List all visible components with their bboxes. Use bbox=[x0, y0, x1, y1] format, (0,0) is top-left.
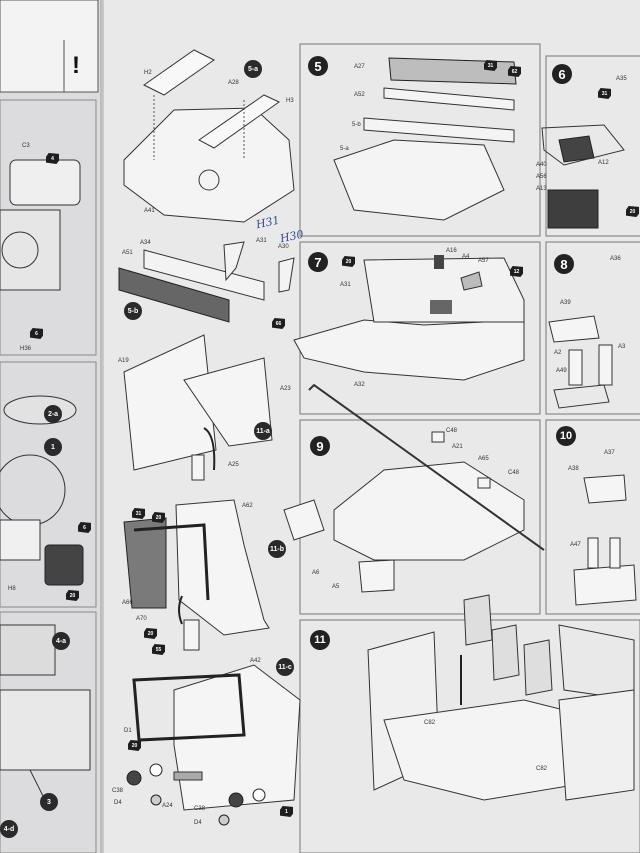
part-label: A52 bbox=[354, 92, 365, 98]
part-label: A40 bbox=[536, 162, 547, 168]
part-label: A16 bbox=[446, 248, 457, 254]
step-7: 7 bbox=[308, 252, 328, 272]
part-label: C38 bbox=[112, 788, 124, 794]
part-label: A19 bbox=[118, 358, 129, 364]
left-page-drawings bbox=[0, 0, 99, 853]
part-label: C48 bbox=[446, 428, 458, 434]
part-label: A13 bbox=[536, 186, 547, 192]
paint-badge: 62 bbox=[508, 66, 521, 77]
part-label: A36 bbox=[610, 256, 621, 262]
paint-badge: 20 bbox=[342, 256, 355, 267]
paint-badge: 20 bbox=[128, 740, 141, 751]
part-label: A47 bbox=[570, 542, 581, 548]
sub-step-11b: 11-b bbox=[268, 540, 286, 558]
part-label: H2 bbox=[144, 70, 152, 76]
part-label: H3 bbox=[286, 98, 294, 104]
paint-badge: 6 bbox=[78, 522, 91, 533]
part-label: A62 bbox=[242, 503, 253, 509]
part-label: D1 bbox=[124, 728, 132, 734]
paint-badge: 12 bbox=[510, 266, 523, 277]
part-label: A57 bbox=[478, 258, 489, 264]
part-label: H8 bbox=[8, 586, 16, 592]
sub-step-5a: 5-a bbox=[244, 60, 262, 78]
part-label: A31 bbox=[256, 238, 267, 244]
part-label: A12 bbox=[598, 160, 609, 166]
part-label: A51 bbox=[122, 250, 133, 256]
part-label: A25 bbox=[228, 462, 239, 468]
step-9: 9 bbox=[310, 436, 330, 456]
paint-badge: 31 bbox=[598, 88, 611, 99]
part-label: A35 bbox=[616, 76, 627, 82]
part-label: A37 bbox=[604, 450, 615, 456]
part-label: A38 bbox=[568, 466, 579, 472]
paint-badge: 55 bbox=[152, 644, 165, 655]
step-10: 10 bbox=[556, 426, 576, 446]
part-label: A5 bbox=[332, 584, 340, 590]
step-11: 11 bbox=[310, 630, 330, 650]
part-label: A49 bbox=[556, 368, 567, 374]
part-label: A30 bbox=[278, 244, 289, 250]
sub-step-5b: 5-b bbox=[124, 302, 142, 320]
part-label: C3 bbox=[22, 143, 30, 149]
part-label: A24 bbox=[162, 803, 173, 809]
step-8: 8 bbox=[554, 254, 574, 274]
part-label: C82 bbox=[424, 720, 436, 726]
part-label: 5-a bbox=[340, 146, 349, 152]
part-label: A39 bbox=[560, 300, 571, 306]
paint-badge: 31 bbox=[484, 60, 497, 71]
step-number: 3 bbox=[40, 793, 58, 811]
part-label: A28 bbox=[228, 80, 239, 86]
part-label: A70 bbox=[136, 616, 147, 622]
sub-step-number: 2-a bbox=[44, 405, 62, 423]
step-5: 5 bbox=[308, 56, 328, 76]
paint-badge: 20 bbox=[626, 206, 639, 217]
paint-badge: 20 bbox=[144, 628, 157, 639]
paint-badge: 31 bbox=[132, 508, 145, 519]
assembly-drawings bbox=[118, 43, 640, 853]
part-label: H36 bbox=[20, 346, 32, 352]
paint-badge: 4 bbox=[46, 153, 59, 164]
part-label: C82 bbox=[536, 766, 548, 772]
part-label: A21 bbox=[452, 444, 463, 450]
part-label: A66 bbox=[122, 600, 133, 606]
paint-badge: 6 bbox=[30, 328, 43, 339]
paint-badge: 66 bbox=[272, 318, 285, 329]
part-label: A27 bbox=[354, 64, 365, 70]
step-6: 6 bbox=[552, 64, 572, 84]
right-page: H31 H30 5 6 7 8 9 10 11 5-a 5-b 11-a 11-… bbox=[104, 0, 640, 853]
sub-step-11c: 11-c bbox=[276, 658, 294, 676]
part-label: A32 bbox=[354, 382, 365, 388]
left-page: ! C3 H36 H8 4 6 6 20 2-a 4-a 4-d 1 3 bbox=[0, 0, 104, 853]
part-label: A34 bbox=[140, 240, 151, 246]
part-label: D4 bbox=[114, 800, 122, 806]
part-label: A41 bbox=[144, 208, 155, 214]
part-label: A6 bbox=[312, 570, 320, 576]
part-label: D4 bbox=[194, 820, 202, 826]
paint-badge: 1 bbox=[280, 806, 293, 817]
part-label: A65 bbox=[478, 456, 489, 462]
sub-step-number: 4-d bbox=[0, 820, 18, 838]
step-number: 1 bbox=[44, 438, 62, 456]
sub-step-number: 4-a bbox=[52, 632, 70, 650]
part-label: C38 bbox=[194, 806, 206, 812]
part-label: A31 bbox=[340, 282, 351, 288]
part-label: A42 bbox=[250, 658, 261, 664]
part-label: A3 bbox=[618, 344, 626, 350]
warning-mark: ! bbox=[72, 52, 80, 79]
part-label: A23 bbox=[280, 386, 291, 392]
part-label: A56 bbox=[536, 174, 547, 180]
part-label: C48 bbox=[508, 470, 520, 476]
paint-badge: 20 bbox=[152, 512, 165, 523]
part-label: 5-b bbox=[352, 122, 361, 128]
sub-step-11a: 11-a bbox=[254, 422, 272, 440]
part-label: A2 bbox=[554, 350, 562, 356]
part-label: A4 bbox=[462, 254, 470, 260]
paint-badge: 20 bbox=[66, 590, 79, 601]
